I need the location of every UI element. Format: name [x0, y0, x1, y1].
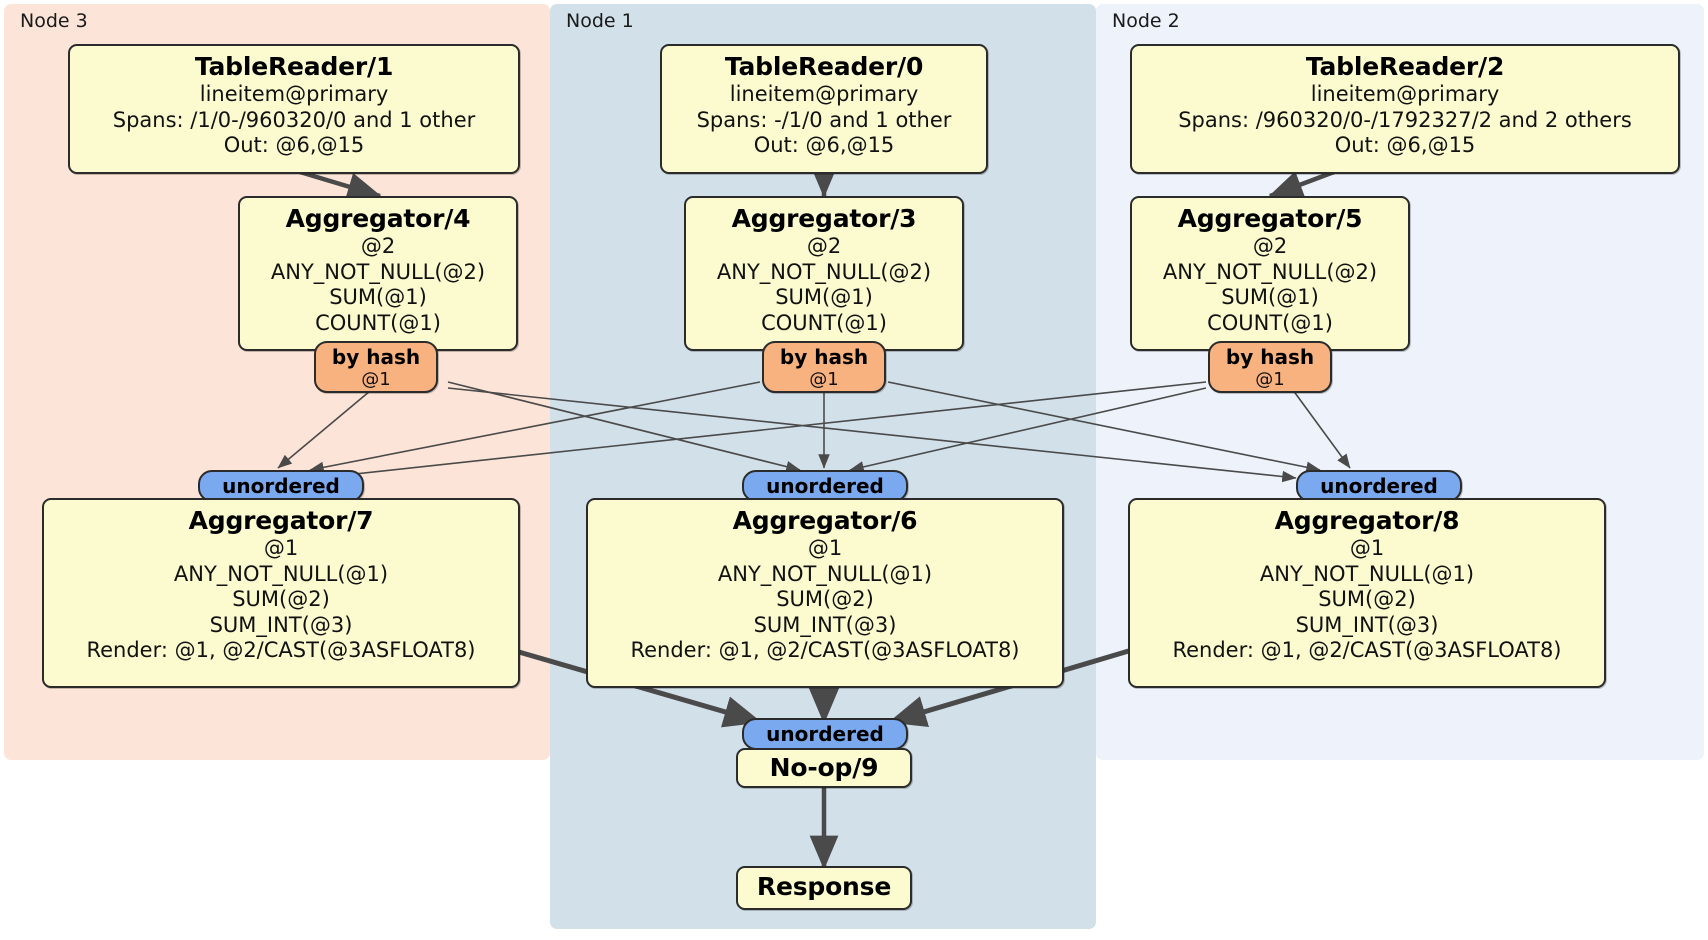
processor-title: TableReader/0 — [724, 52, 924, 81]
processor-title: Aggregator/7 — [188, 506, 374, 535]
synchronizer-title: unordered — [1320, 474, 1438, 498]
processor-detail: @2 — [360, 234, 396, 258]
processor-tablereader-0[interactable]: TableReader/0 lineitem@primary Spans: -/… — [660, 44, 988, 174]
processor-noop-9[interactable]: No-op/9 — [736, 748, 912, 788]
processor-detail: Out: @6,@15 — [223, 133, 365, 157]
processor-detail: Spans: /960320/0-/1792327/2 and 2 others — [1178, 107, 1632, 132]
router-title: by hash — [331, 345, 421, 369]
node-panel-label-node3: Node 3 — [20, 10, 88, 32]
router-subtitle: @1 — [1255, 369, 1285, 390]
processor-title: Aggregator/6 — [732, 506, 918, 535]
processor-detail: ANY_NOT_NULL(@2) — [1162, 259, 1378, 284]
processor-detail: SUM(@2) — [232, 587, 330, 611]
router-title: by hash — [1225, 345, 1315, 369]
synchronizer-title: unordered — [222, 474, 340, 498]
synchronizer-title: unordered — [766, 722, 884, 746]
processor-detail: Render: @1, @2/CAST(@3ASFLOAT8) — [86, 638, 476, 662]
processor-title: Aggregator/4 — [285, 204, 471, 233]
router-by-hash-right[interactable]: by hash @1 — [1208, 341, 1332, 393]
processor-detail: SUM(@1) — [329, 285, 427, 309]
processor-detail: Out: @6,@15 — [753, 133, 895, 157]
processor-detail: Render: @1, @2/CAST(@3ASFLOAT8) — [630, 638, 1020, 662]
processor-detail: @1 — [807, 536, 843, 560]
processor-aggregator-5[interactable]: Aggregator/5 @2 ANY_NOT_NULL(@2) SUM(@1)… — [1130, 196, 1410, 351]
processor-title: No-op/9 — [769, 753, 879, 782]
processor-detail: ANY_NOT_NULL(@1) — [173, 561, 389, 586]
processor-detail: COUNT(@1) — [315, 310, 441, 335]
node-panel-label-node2: Node 2 — [1112, 10, 1180, 32]
processor-detail: ANY_NOT_NULL(@1) — [717, 561, 933, 586]
processor-detail: Spans: /1/0-/960320/0 and 1 other — [112, 107, 476, 132]
processor-detail: SUM(@2) — [1318, 587, 1416, 611]
node-panel-label-node1: Node 1 — [566, 10, 634, 32]
processor-tablereader-2[interactable]: TableReader/2 lineitem@primary Spans: /9… — [1130, 44, 1680, 174]
processor-title: Response — [756, 872, 892, 901]
processor-aggregator-6[interactable]: Aggregator/6 @1 ANY_NOT_NULL(@1) SUM(@2)… — [586, 498, 1064, 688]
router-subtitle: @1 — [809, 369, 839, 390]
processor-detail: @2 — [1252, 234, 1288, 258]
processor-detail: Render: @1, @2/CAST(@3ASFLOAT8) — [1172, 638, 1562, 662]
router-by-hash-left[interactable]: by hash @1 — [314, 341, 438, 393]
processor-tablereader-1[interactable]: TableReader/1 lineitem@primary Spans: /1… — [68, 44, 520, 174]
processor-detail: lineitem@primary — [1310, 82, 1500, 106]
processor-detail: ANY_NOT_NULL(@1) — [1259, 561, 1475, 586]
processor-detail: ANY_NOT_NULL(@2) — [270, 259, 486, 284]
processor-aggregator-4[interactable]: Aggregator/4 @2 ANY_NOT_NULL(@2) SUM(@1)… — [238, 196, 518, 351]
processor-title: Aggregator/8 — [1274, 506, 1460, 535]
processor-title: TableReader/1 — [194, 52, 394, 81]
router-by-hash-middle[interactable]: by hash @1 — [762, 341, 886, 393]
processor-detail: COUNT(@1) — [761, 310, 887, 335]
processor-detail: SUM_INT(@3) — [753, 612, 897, 637]
processor-aggregator-3[interactable]: Aggregator/3 @2 ANY_NOT_NULL(@2) SUM(@1)… — [684, 196, 964, 351]
processor-detail: @1 — [263, 536, 299, 560]
processor-detail: @1 — [1349, 536, 1385, 560]
processor-detail: COUNT(@1) — [1207, 310, 1333, 335]
router-title: by hash — [779, 345, 869, 369]
router-subtitle: @1 — [361, 369, 391, 390]
synchronizer-unordered-final[interactable]: unordered — [742, 718, 908, 750]
processor-aggregator-8[interactable]: Aggregator/8 @1 ANY_NOT_NULL(@1) SUM(@2)… — [1128, 498, 1606, 688]
processor-detail: SUM(@1) — [1221, 285, 1319, 309]
processor-detail: Spans: -/1/0 and 1 other — [696, 107, 952, 132]
processor-title: Aggregator/5 — [1177, 204, 1363, 233]
processor-detail: SUM(@2) — [776, 587, 874, 611]
processor-detail: SUM_INT(@3) — [209, 612, 353, 637]
processor-detail: SUM(@1) — [775, 285, 873, 309]
processor-detail: SUM_INT(@3) — [1295, 612, 1439, 637]
synchronizer-title: unordered — [766, 474, 884, 498]
processor-response[interactable]: Response — [736, 866, 912, 910]
processor-detail: ANY_NOT_NULL(@2) — [716, 259, 932, 284]
processor-detail: @2 — [806, 234, 842, 258]
processor-detail: lineitem@primary — [729, 82, 919, 106]
processor-aggregator-7[interactable]: Aggregator/7 @1 ANY_NOT_NULL(@1) SUM(@2)… — [42, 498, 520, 688]
processor-detail: Out: @6,@15 — [1334, 133, 1476, 157]
processor-detail: lineitem@primary — [199, 82, 389, 106]
processor-title: Aggregator/3 — [731, 204, 917, 233]
processor-title: TableReader/2 — [1305, 52, 1505, 81]
